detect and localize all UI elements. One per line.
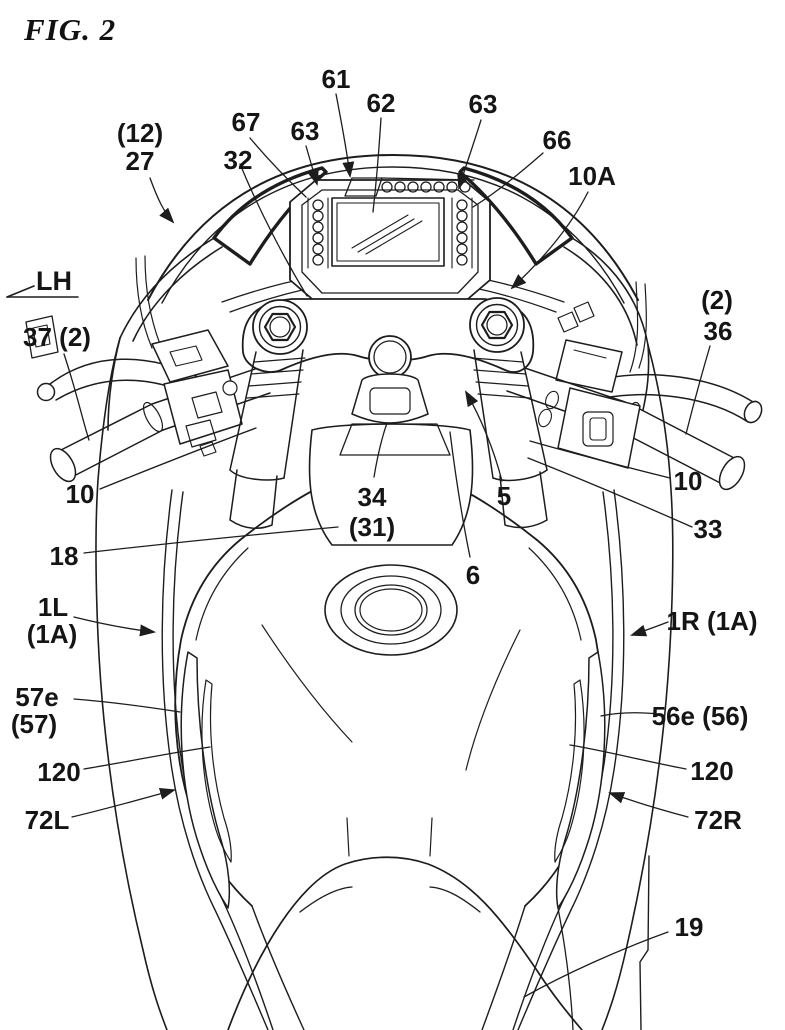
- ref-label-56e56: 56e (56): [651, 701, 749, 731]
- right-fork-cap: [469, 297, 525, 353]
- ref-label-32: 32: [223, 145, 253, 175]
- leader-36: [685, 345, 711, 435]
- ref-label-61: 61: [321, 64, 351, 94]
- ref-label-63R: 63: [468, 89, 498, 119]
- steering-stem-nut: [368, 335, 412, 379]
- left-master-cylinder: [151, 329, 229, 383]
- left-handlebar: [25, 255, 271, 483]
- indicator-lamps-left: [312, 199, 324, 266]
- left-side-vent: [180, 651, 232, 909]
- ref-label-57e: 57e: [15, 682, 59, 712]
- leader-66: [472, 152, 544, 208]
- leader-67: [249, 137, 307, 198]
- right-handlebar: [506, 281, 763, 491]
- ref-label-12: (12): [116, 118, 164, 148]
- leader-120L: [83, 746, 211, 770]
- lh-marker-label: LH: [36, 266, 72, 296]
- leader-72R: [608, 792, 689, 818]
- top-bridge-and-forks: [229, 297, 548, 530]
- instrument-display: [289, 177, 491, 305]
- ref-label-36: 36: [703, 316, 733, 346]
- ref-label-57: (57): [10, 709, 58, 739]
- leader-27: [149, 177, 175, 224]
- right-master-cylinder: [555, 339, 623, 393]
- left-lever-ball: [36, 382, 56, 402]
- leader-61: [335, 93, 355, 178]
- ref-label-62: 62: [366, 88, 396, 118]
- ref-label-34: 34: [357, 482, 387, 512]
- ref-label-1A: (1A): [26, 619, 78, 649]
- leader-5: [465, 390, 503, 482]
- leader-19: [523, 931, 669, 998]
- ref-label-19: 19: [674, 912, 704, 942]
- leader-72L: [71, 787, 176, 818]
- leader-34: [373, 422, 388, 478]
- leader-32: [239, 163, 308, 297]
- ref-label-27: 27: [125, 146, 155, 176]
- ref-label-10R: 10: [673, 466, 703, 496]
- fuel-tank: [174, 423, 603, 907]
- ref-label-1L: 1L: [37, 592, 69, 622]
- left-cables: [135, 255, 161, 349]
- leader-18: [83, 526, 339, 554]
- ref-label-18: 18: [49, 541, 79, 571]
- leader-10L: [99, 427, 257, 490]
- leader-37: [63, 353, 90, 441]
- lh-orientation-marker: [6, 285, 79, 298]
- leader-62: [372, 117, 382, 213]
- left-fork-tube: [229, 349, 306, 530]
- ref-label-72L: 72L: [24, 805, 70, 835]
- ref-label-37-2: 37 (2): [23, 322, 91, 352]
- leader-6: [449, 431, 471, 558]
- front-cowl-windscreen: [107, 154, 650, 431]
- leader-lines: [63, 93, 711, 998]
- right-switch-housing: [557, 387, 641, 469]
- ref-label-63L: 63: [290, 116, 320, 146]
- ref-label-33: 33: [693, 514, 723, 544]
- leader-56e: [600, 712, 661, 717]
- left-fork-cap: [252, 299, 308, 355]
- leader-63L: [305, 145, 319, 186]
- ref-label-72R: 72R: [694, 805, 742, 835]
- indicator-lamps-right: [456, 199, 468, 266]
- leader-33: [527, 457, 693, 528]
- ref-label-10A: 10A: [568, 161, 616, 191]
- ref-label-120R: 120: [690, 756, 734, 786]
- leader-1R: [630, 621, 669, 637]
- figure-title: FIG. 2: [24, 12, 117, 47]
- right-grip: [617, 403, 739, 487]
- screen-reflection: [351, 214, 423, 255]
- ref-label-31: (31): [348, 512, 396, 542]
- right-lever-tip: [743, 400, 763, 424]
- right-fork-tube: [471, 349, 548, 529]
- fuel-cap: [324, 564, 458, 656]
- ref-label-67: 67: [231, 107, 261, 137]
- right-cables: [629, 281, 647, 373]
- ref-label-1R1A: 1R (1A): [666, 606, 758, 636]
- leader-63R: [457, 119, 482, 190]
- left-grip: [56, 403, 164, 479]
- ref-label-10L: 10: [65, 479, 95, 509]
- ref-label-6: 6: [465, 560, 481, 590]
- seat-area: [227, 856, 583, 1030]
- ref-label-2: (2): [701, 285, 733, 315]
- ref-label-5: 5: [496, 481, 512, 511]
- right-winglet: [458, 166, 574, 266]
- leader-120R: [569, 744, 687, 770]
- leader-10A: [510, 191, 589, 290]
- right-side-vent: [554, 651, 606, 909]
- leader-10R: [529, 440, 671, 479]
- ref-label-66: 66: [542, 125, 572, 155]
- left-lever-bracket: [25, 315, 59, 359]
- leader-57e: [73, 698, 181, 713]
- leader-1L: [73, 616, 156, 637]
- ref-label-120L: 120: [37, 757, 81, 787]
- stem-surround: [351, 373, 429, 424]
